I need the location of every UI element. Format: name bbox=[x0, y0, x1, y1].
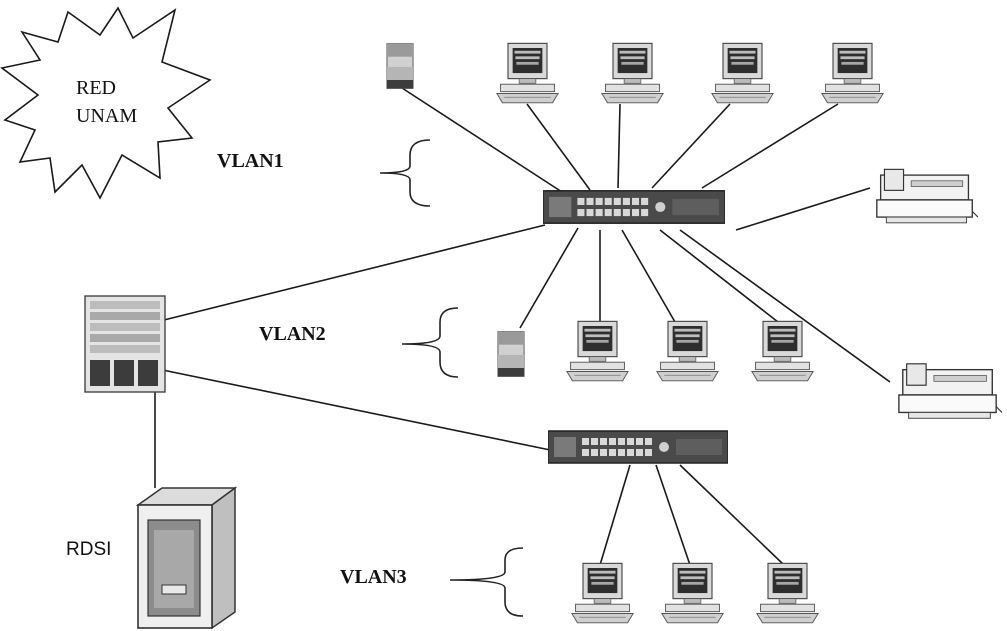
printer-icon bbox=[876, 168, 978, 224]
vlan1-brace bbox=[379, 139, 431, 207]
storage-unit-icon bbox=[497, 331, 525, 377]
link-storage2 bbox=[519, 227, 579, 329]
vlan3-brace bbox=[449, 547, 524, 617]
red-unam-cloud: RED UNAM bbox=[0, 6, 212, 200]
link-pc4 bbox=[701, 103, 839, 189]
link-pc10 bbox=[679, 464, 785, 566]
link-printer2 bbox=[679, 229, 891, 383]
network-switch-icon bbox=[548, 430, 728, 464]
cloud-label-line1: RED bbox=[76, 77, 116, 99]
link-pc7 bbox=[659, 229, 779, 323]
vlan2-label: VLAN2 bbox=[259, 323, 326, 345]
workstation-icon bbox=[711, 42, 774, 104]
vlan2-brace bbox=[401, 307, 459, 378]
link-pc8 bbox=[599, 464, 631, 566]
link-pc1 bbox=[526, 103, 591, 191]
link-printer1 bbox=[735, 187, 871, 231]
link-storage1 bbox=[401, 87, 563, 193]
vlan3-label: VLAN3 bbox=[340, 566, 407, 588]
vlan1-label: VLAN1 bbox=[217, 150, 284, 172]
workstation-icon bbox=[496, 42, 559, 104]
link-pc2 bbox=[617, 103, 621, 189]
rdsi-label: RDSI bbox=[66, 539, 111, 560]
workstation-icon bbox=[751, 320, 814, 382]
workstation-icon bbox=[601, 42, 664, 104]
workstation-icon bbox=[821, 42, 884, 104]
workstation-icon bbox=[566, 320, 629, 382]
storage-unit-icon bbox=[386, 43, 414, 89]
link-router-switch1 bbox=[155, 224, 546, 323]
workstation-icon bbox=[656, 320, 719, 382]
workstation-icon bbox=[571, 562, 634, 624]
tower-server-icon bbox=[135, 486, 238, 630]
link-router-switch2 bbox=[147, 366, 561, 453]
network-links bbox=[147, 87, 891, 566]
modular-router-icon bbox=[84, 295, 166, 393]
cloud-label-line2: UNAM bbox=[76, 105, 137, 127]
link-pc6 bbox=[621, 229, 676, 323]
network-switch-icon bbox=[543, 190, 725, 224]
printer-icon bbox=[898, 363, 1002, 419]
link-pc3 bbox=[651, 103, 731, 189]
link-pc9 bbox=[655, 464, 691, 566]
workstation-icon bbox=[756, 562, 819, 624]
cloud-starburst-shape bbox=[0, 6, 212, 200]
workstation-icon bbox=[661, 562, 724, 624]
